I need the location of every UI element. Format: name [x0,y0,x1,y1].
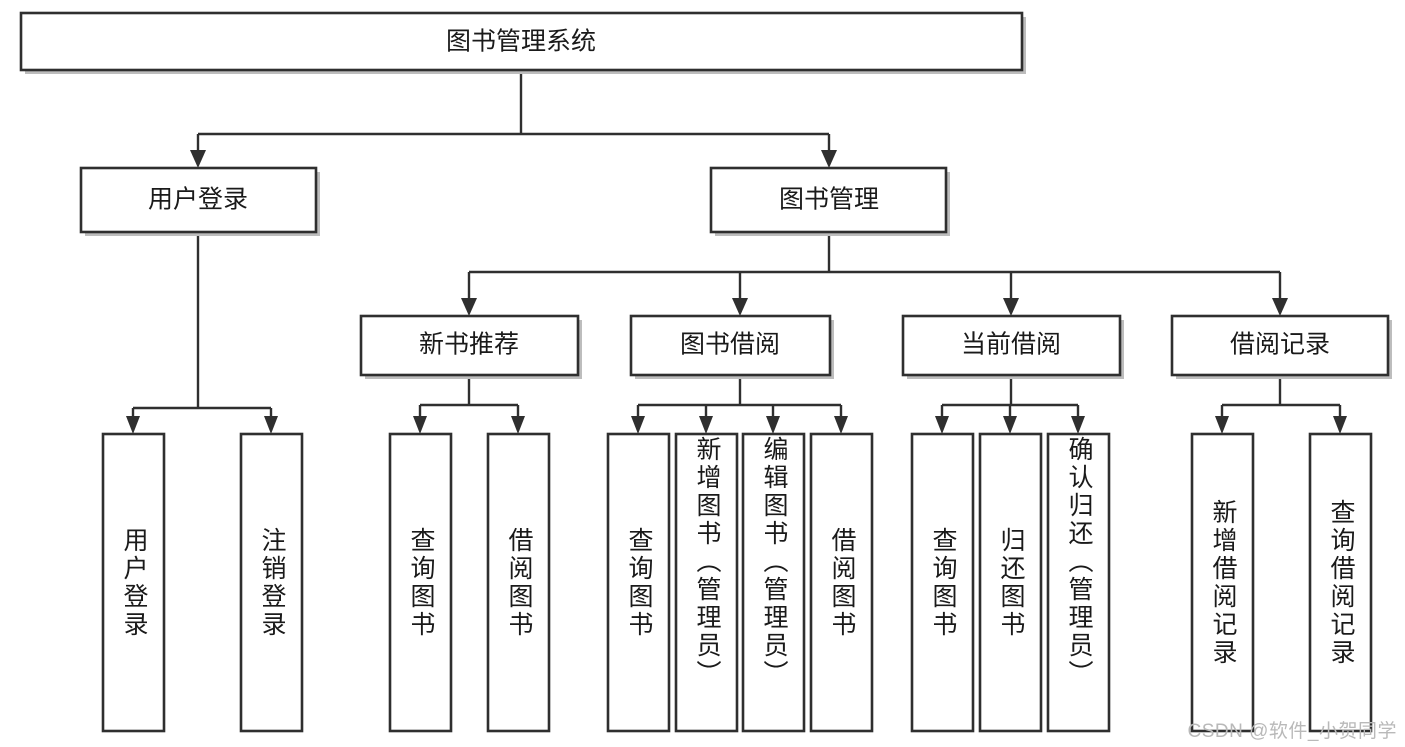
edges-group [126,70,1347,434]
leaf-return-book-box[interactable] [978,432,1043,733]
arrow-to-leaf-add-book [699,416,713,434]
leaf-borrow-book-1-box[interactable] [486,432,551,733]
arrow-to-user-login [190,150,206,168]
arrow-to-leaf-query-book-1 [413,416,427,434]
arrow-to-borrow-record [1272,298,1288,316]
node-user-login-label: 用户登录 [148,186,248,214]
node-user-login[interactable]: 用户登录 [79,166,320,236]
leaf-edit-book-box[interactable] [741,432,806,733]
node-root-label: 图书管理系统 [446,28,596,56]
arrow-to-leaf-query-book-2 [631,416,645,434]
arrow-to-leaf-edit-book [766,416,780,434]
arrow-to-leaf-user-logout [264,416,278,434]
leaf-confirm-return-box[interactable] [1046,432,1111,733]
node-root-box[interactable] [19,11,1024,72]
leaf-borrow-book-2-box[interactable] [809,432,874,733]
node-current-borrow[interactable]: 当前借阅 [901,314,1124,379]
leaf-boxes-group [101,432,1373,733]
node-borrow-record-box[interactable] [1170,314,1390,377]
node-book-manage-label: 图书管理 [779,186,879,214]
leaf-query-record-box[interactable] [1308,432,1373,733]
leaf-query-book-3-box[interactable] [910,432,975,733]
node-new-book-rec-label: 新书推荐 [419,331,519,359]
arrow-to-leaf-add-record [1215,416,1229,434]
leaf-query-book-1-box[interactable] [388,432,453,733]
arrow-to-leaf-borrow-book-2 [834,416,848,434]
node-book-manage[interactable]: 图书管理 [709,166,950,236]
node-current-borrow-box[interactable] [901,314,1122,377]
arrow-to-book-borrow [732,298,748,316]
arrow-to-leaf-confirm-return [1071,416,1085,434]
arrow-to-leaf-query-record [1333,416,1347,434]
arrow-to-leaf-return-book [1003,416,1017,434]
leaf-user-logout-box[interactable] [239,432,304,733]
node-root[interactable]: 图书管理系统 [19,11,1026,74]
node-borrow-record[interactable]: 借阅记录 [1170,314,1392,379]
arrow-to-current-borrow [1003,298,1019,316]
leaf-add-record-box[interactable] [1190,432,1255,733]
arrow-to-leaf-query-book-3 [935,416,949,434]
csdn-watermark: CSDN @软件_小贺同学 [1187,721,1397,742]
node-current-borrow-label: 当前借阅 [961,331,1061,359]
node-borrow-record-label: 借阅记录 [1230,331,1330,359]
arrow-to-leaf-borrow-book-1 [511,416,525,434]
leaf-user-login-box[interactable] [101,432,166,733]
node-book-borrow-box[interactable] [629,314,832,377]
node-book-manage-box[interactable] [709,166,948,234]
arrow-to-leaf-user-login [126,416,140,434]
arrow-to-new-book-rec [461,298,477,316]
node-book-borrow[interactable]: 图书借阅 [629,314,834,379]
node-user-login-box[interactable] [79,166,318,234]
node-new-book-rec[interactable]: 新书推荐 [359,314,582,379]
arrow-to-book-manage [821,150,837,168]
leaf-add-book-box[interactable] [674,432,739,733]
leaf-query-book-2-box[interactable] [606,432,671,733]
node-new-book-rec-box[interactable] [359,314,580,377]
node-book-borrow-label: 图书借阅 [680,331,780,359]
